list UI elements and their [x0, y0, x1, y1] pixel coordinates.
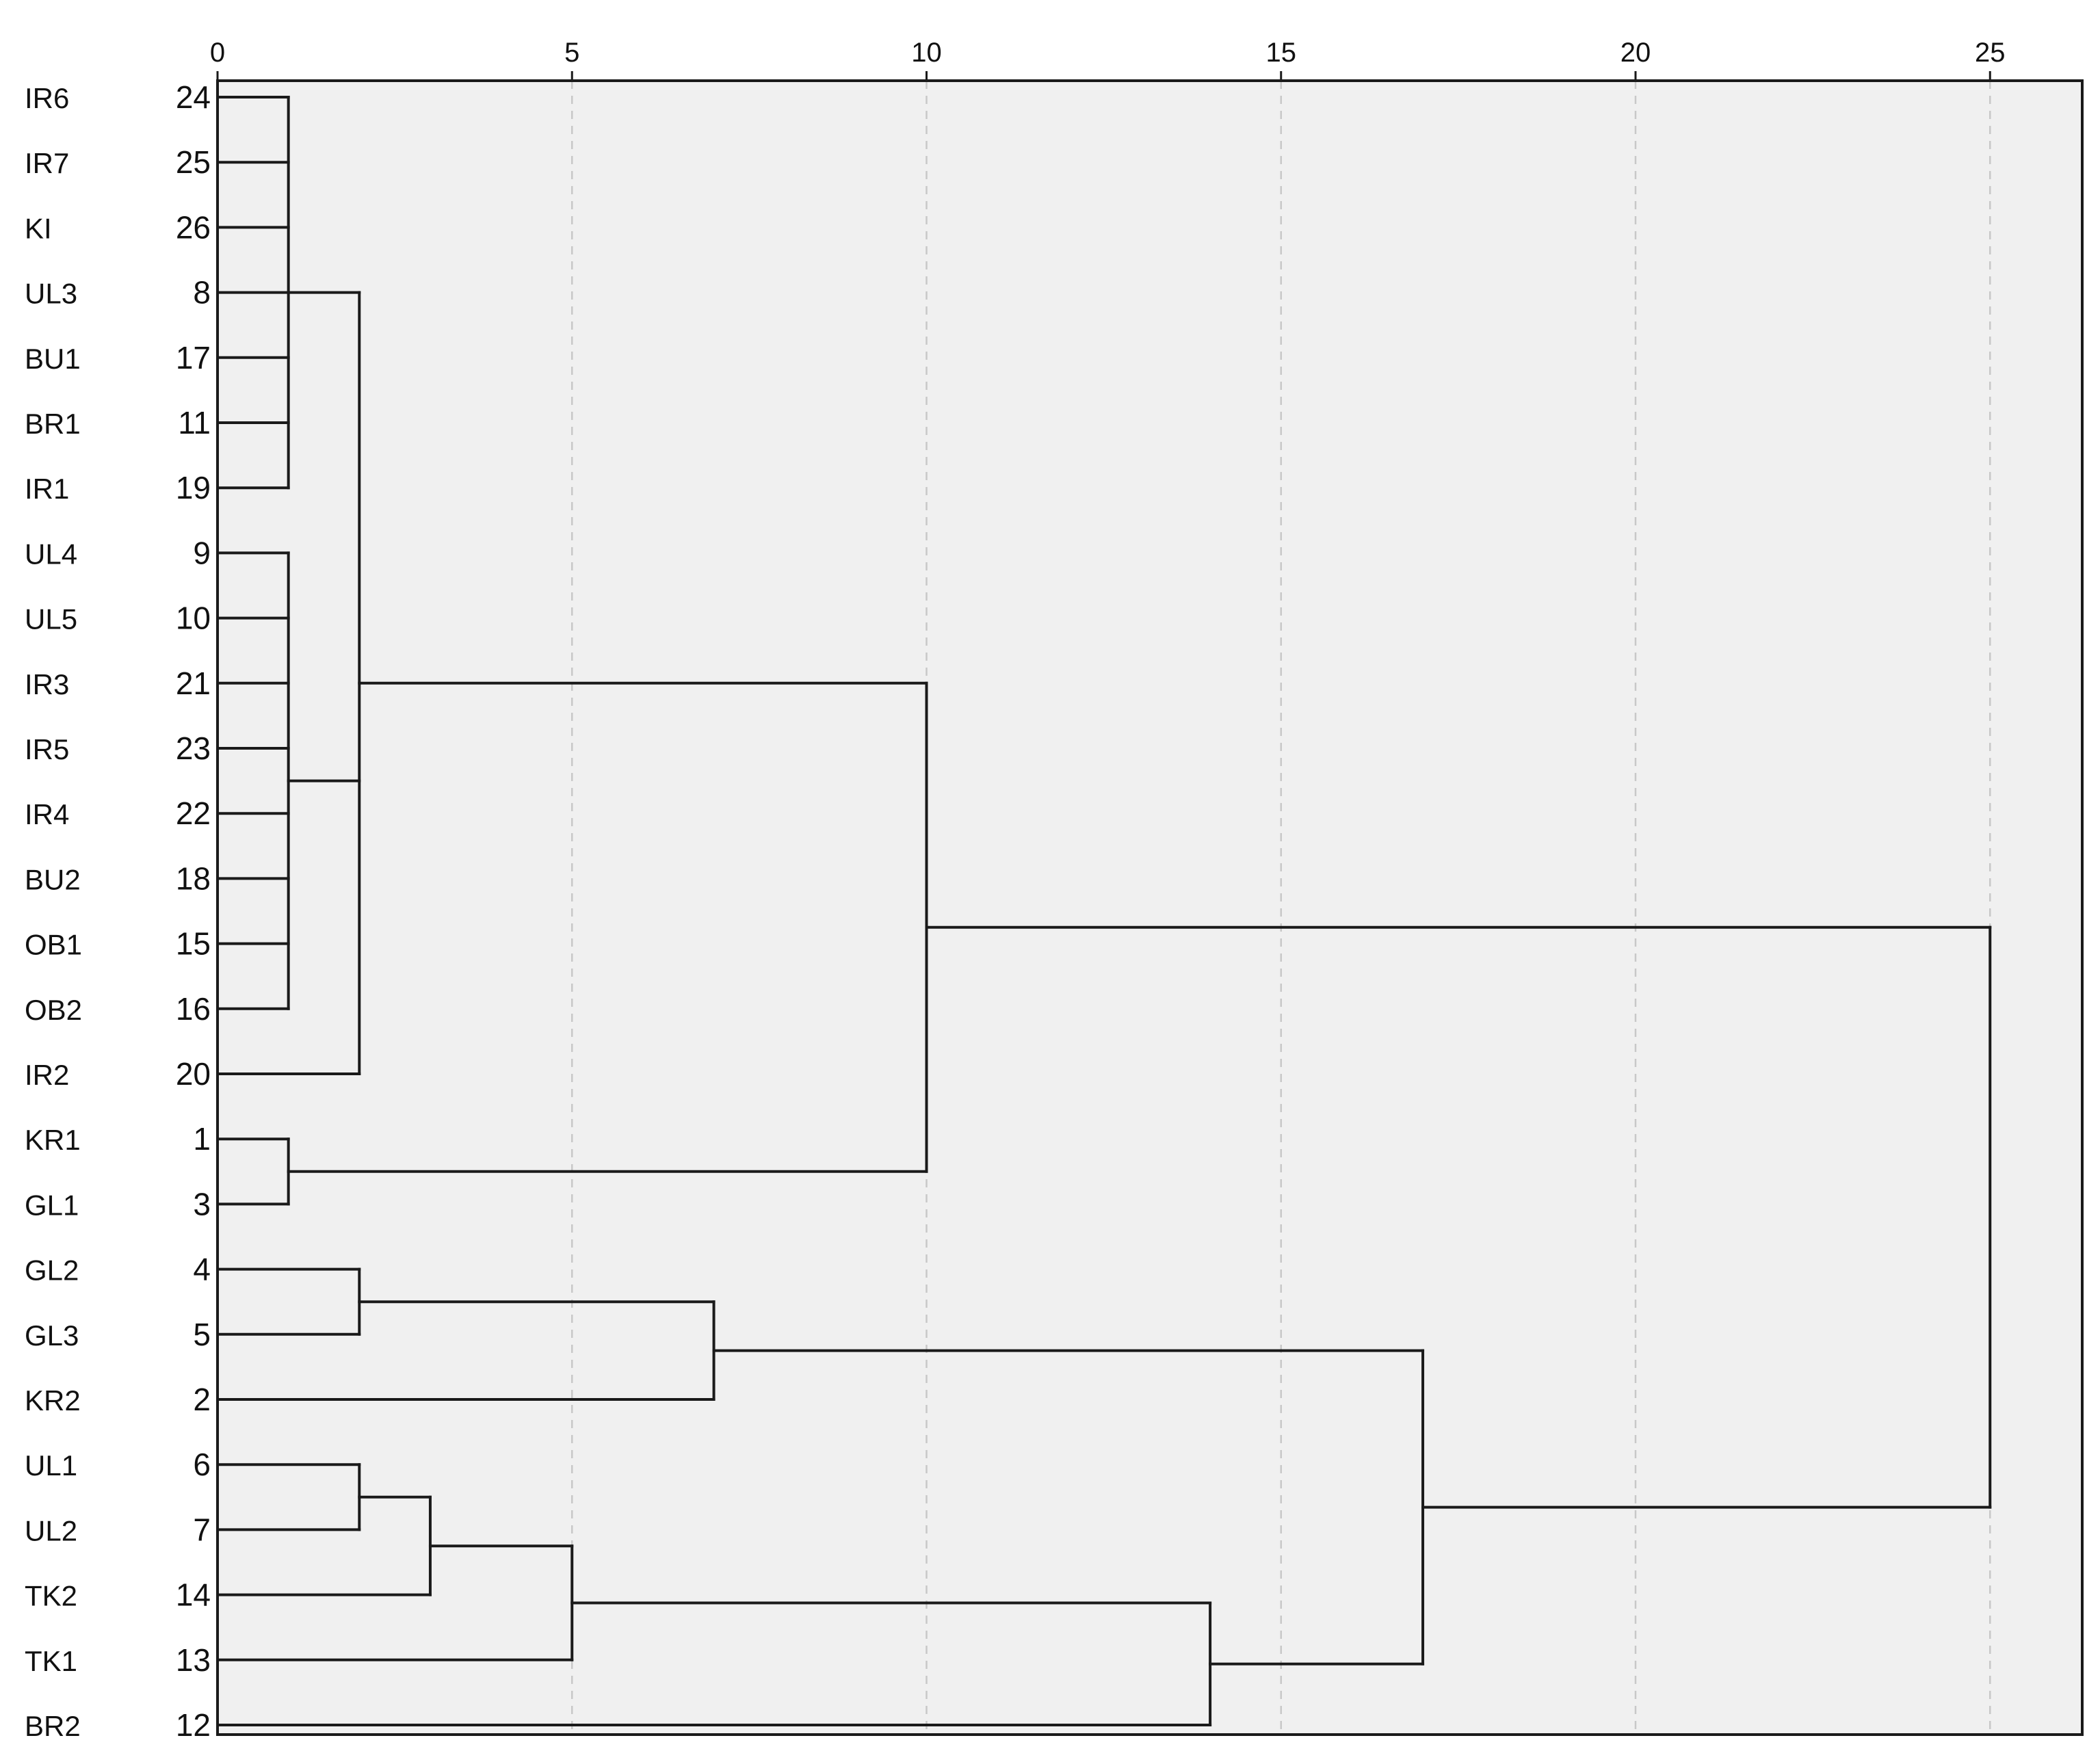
- leaf-id-24: 24: [176, 79, 211, 115]
- leaf-id-5: 5: [193, 1317, 211, 1352]
- x-tick-label-25: 25: [1975, 38, 2006, 68]
- leaf-id-1: 1: [193, 1121, 211, 1157]
- leaf-id-13: 13: [176, 1642, 211, 1678]
- leaf-id-21: 21: [176, 666, 211, 701]
- leaf-label-TK2: TK2: [25, 1580, 77, 1612]
- leaf-label-BU1: BU1: [25, 343, 81, 375]
- plot-frame: [216, 79, 2084, 1736]
- leaf-label-GL2: GL2: [25, 1254, 79, 1287]
- leaf-label-IR6: IR6: [25, 82, 69, 114]
- leaf-id-11: 11: [178, 405, 211, 440]
- leaf-id-4: 4: [193, 1252, 211, 1287]
- leaf-label-KR2: KR2: [25, 1384, 81, 1417]
- plot-panel: [218, 81, 2082, 1735]
- leaf-label-IR1: IR1: [25, 473, 69, 505]
- leaf-label-OB1: OB1: [25, 929, 82, 961]
- dendrogram-links: [216, 96, 1992, 1726]
- leaf-label-IR3: IR3: [25, 668, 69, 700]
- leaf-label-OB2: OB2: [25, 994, 82, 1026]
- leaf-label-UL1: UL1: [25, 1449, 77, 1482]
- leaf-id-2: 2: [193, 1382, 211, 1417]
- leaf-id-26: 26: [176, 209, 211, 245]
- leaf-label-GL3: GL3: [25, 1319, 79, 1352]
- x-tick-label-0: 0: [210, 38, 225, 68]
- leaf-id-6: 6: [193, 1447, 211, 1482]
- leaf-id-25: 25: [176, 144, 211, 180]
- leaf-id-16: 16: [176, 991, 211, 1027]
- leaf-label-BR2: BR2: [25, 1710, 81, 1742]
- x-tick-label-15: 15: [1266, 38, 1297, 68]
- leaf-id-3: 3: [193, 1186, 211, 1222]
- leaf-id-22: 22: [176, 795, 211, 831]
- leaf-id-9: 9: [193, 535, 211, 570]
- leaf-label-IR4: IR4: [25, 798, 69, 830]
- leaf-label-KR1: KR1: [25, 1124, 81, 1156]
- x-tick-label-20: 20: [1620, 38, 1651, 68]
- leaf-label-IR2: IR2: [25, 1059, 69, 1091]
- leaf-id-7: 7: [193, 1512, 211, 1547]
- x-tick-label-10: 10: [911, 38, 942, 68]
- leaf-label-KI: KI: [25, 212, 52, 244]
- leaf-id-15: 15: [176, 926, 211, 962]
- x-axis-ticks: 0 5 10 15 20 25: [210, 38, 2006, 81]
- leaf-id-8: 8: [193, 275, 211, 311]
- vertical-gridlines: [571, 81, 1991, 1735]
- leaf-label-UL4: UL4: [25, 538, 77, 570]
- leaf-label-GL1: GL1: [25, 1189, 79, 1221]
- leaf-label-UL3: UL3: [25, 278, 77, 310]
- leaf-label-IR7: IR7: [25, 147, 69, 179]
- leaf-label-BU2: BU2: [25, 863, 81, 895]
- leaf-id-14: 14: [176, 1577, 211, 1613]
- x-tick-label-5: 5: [564, 38, 579, 68]
- leaf-label-TK1: TK1: [25, 1645, 77, 1677]
- leaf-id-20: 20: [176, 1056, 211, 1092]
- leaf-id-12: 12: [176, 1707, 211, 1743]
- leaf-id-18: 18: [176, 860, 211, 896]
- leaf-id-19: 19: [176, 470, 211, 505]
- leaf-label-UL2: UL2: [25, 1514, 77, 1546]
- leaf-id-17: 17: [176, 340, 211, 376]
- leaf-label-BR1: BR1: [25, 408, 81, 440]
- leaf-id-23: 23: [176, 730, 211, 766]
- leaf-id-10: 10: [176, 601, 211, 636]
- leaf-label-UL5: UL5: [25, 603, 77, 635]
- leaf-label-IR5: IR5: [25, 733, 69, 765]
